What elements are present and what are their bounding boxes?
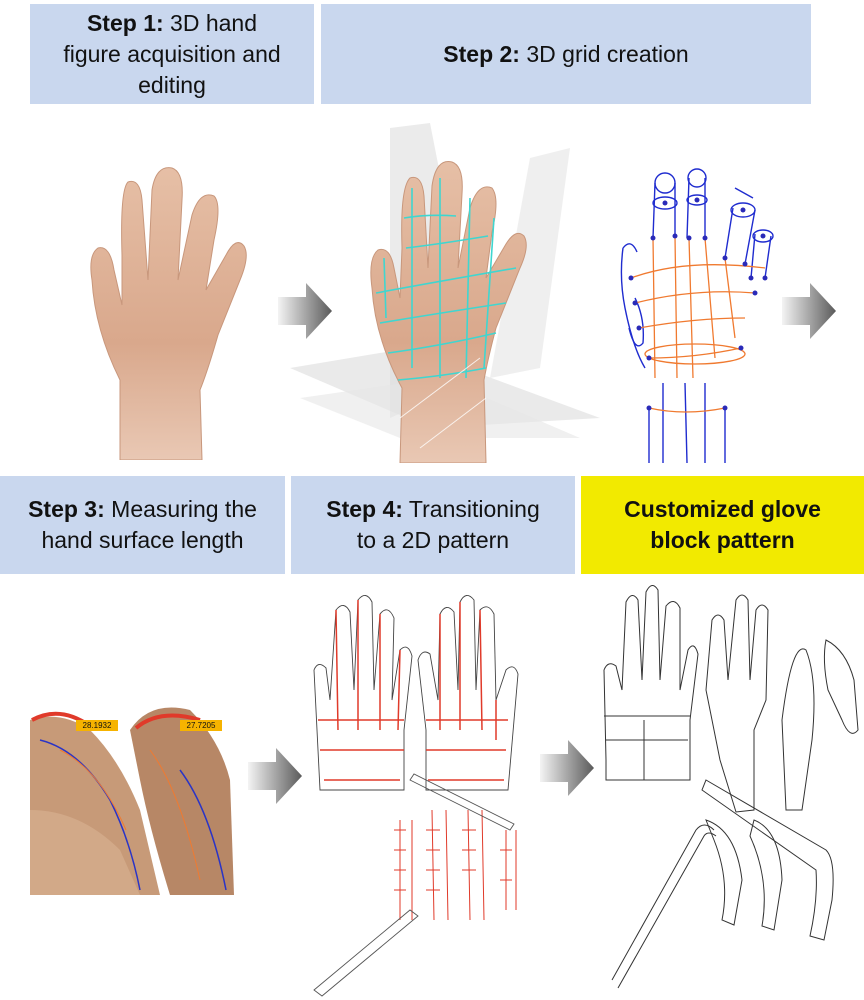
step-1-label: Step 1: bbox=[86, 9, 164, 36]
measurement-label-1: 28.1932 bbox=[82, 721, 112, 730]
step-3-header: Step 3: Measuring the hand surface lengt… bbox=[0, 476, 285, 574]
arrow-right-icon bbox=[782, 283, 836, 339]
arrow-right-icon bbox=[278, 283, 332, 339]
step-1-line-2: figure acquisition and bbox=[63, 40, 281, 67]
measurement-photo: 28.1932 27.7205 bbox=[30, 690, 234, 895]
step-4-label: Step 4: bbox=[326, 496, 403, 522]
result-line-1: Customized glove bbox=[624, 496, 821, 522]
step-2-header: Step 2: 3D grid creation bbox=[321, 4, 811, 104]
hand-mesh-planes bbox=[290, 123, 600, 463]
step-4-line-1: Transitioning bbox=[408, 496, 540, 522]
measurement-label-2: 27.7205 bbox=[186, 721, 216, 730]
step-4-line-2: to a 2D pattern bbox=[356, 527, 510, 553]
step-3-line-1: Measuring the bbox=[111, 496, 257, 522]
step-1-line-3: editing bbox=[138, 71, 206, 98]
arrow-right-icon bbox=[248, 748, 302, 804]
arrow-right-icon bbox=[540, 740, 594, 796]
glove-block-pattern bbox=[603, 585, 859, 989]
result-line-2: block pattern bbox=[650, 527, 795, 553]
step-4-header: Step 4: Transitioning to a 2D pattern bbox=[291, 476, 575, 574]
step-1-line-1: 3D hand bbox=[170, 9, 258, 36]
step-2-label: Step 2: bbox=[443, 40, 520, 67]
result-header: Customized glove block pattern bbox=[581, 476, 864, 574]
step-3-label: Step 3: bbox=[28, 496, 105, 522]
step-1-header: Step 1: 3D hand figure acquisition and e… bbox=[30, 4, 314, 104]
hand-photo bbox=[90, 167, 247, 460]
hand-wireframe bbox=[620, 168, 774, 463]
step-3-line-2: hand surface length bbox=[41, 527, 244, 553]
step-2-text: 3D grid creation bbox=[526, 40, 689, 67]
pattern-2d-red bbox=[313, 595, 519, 997]
